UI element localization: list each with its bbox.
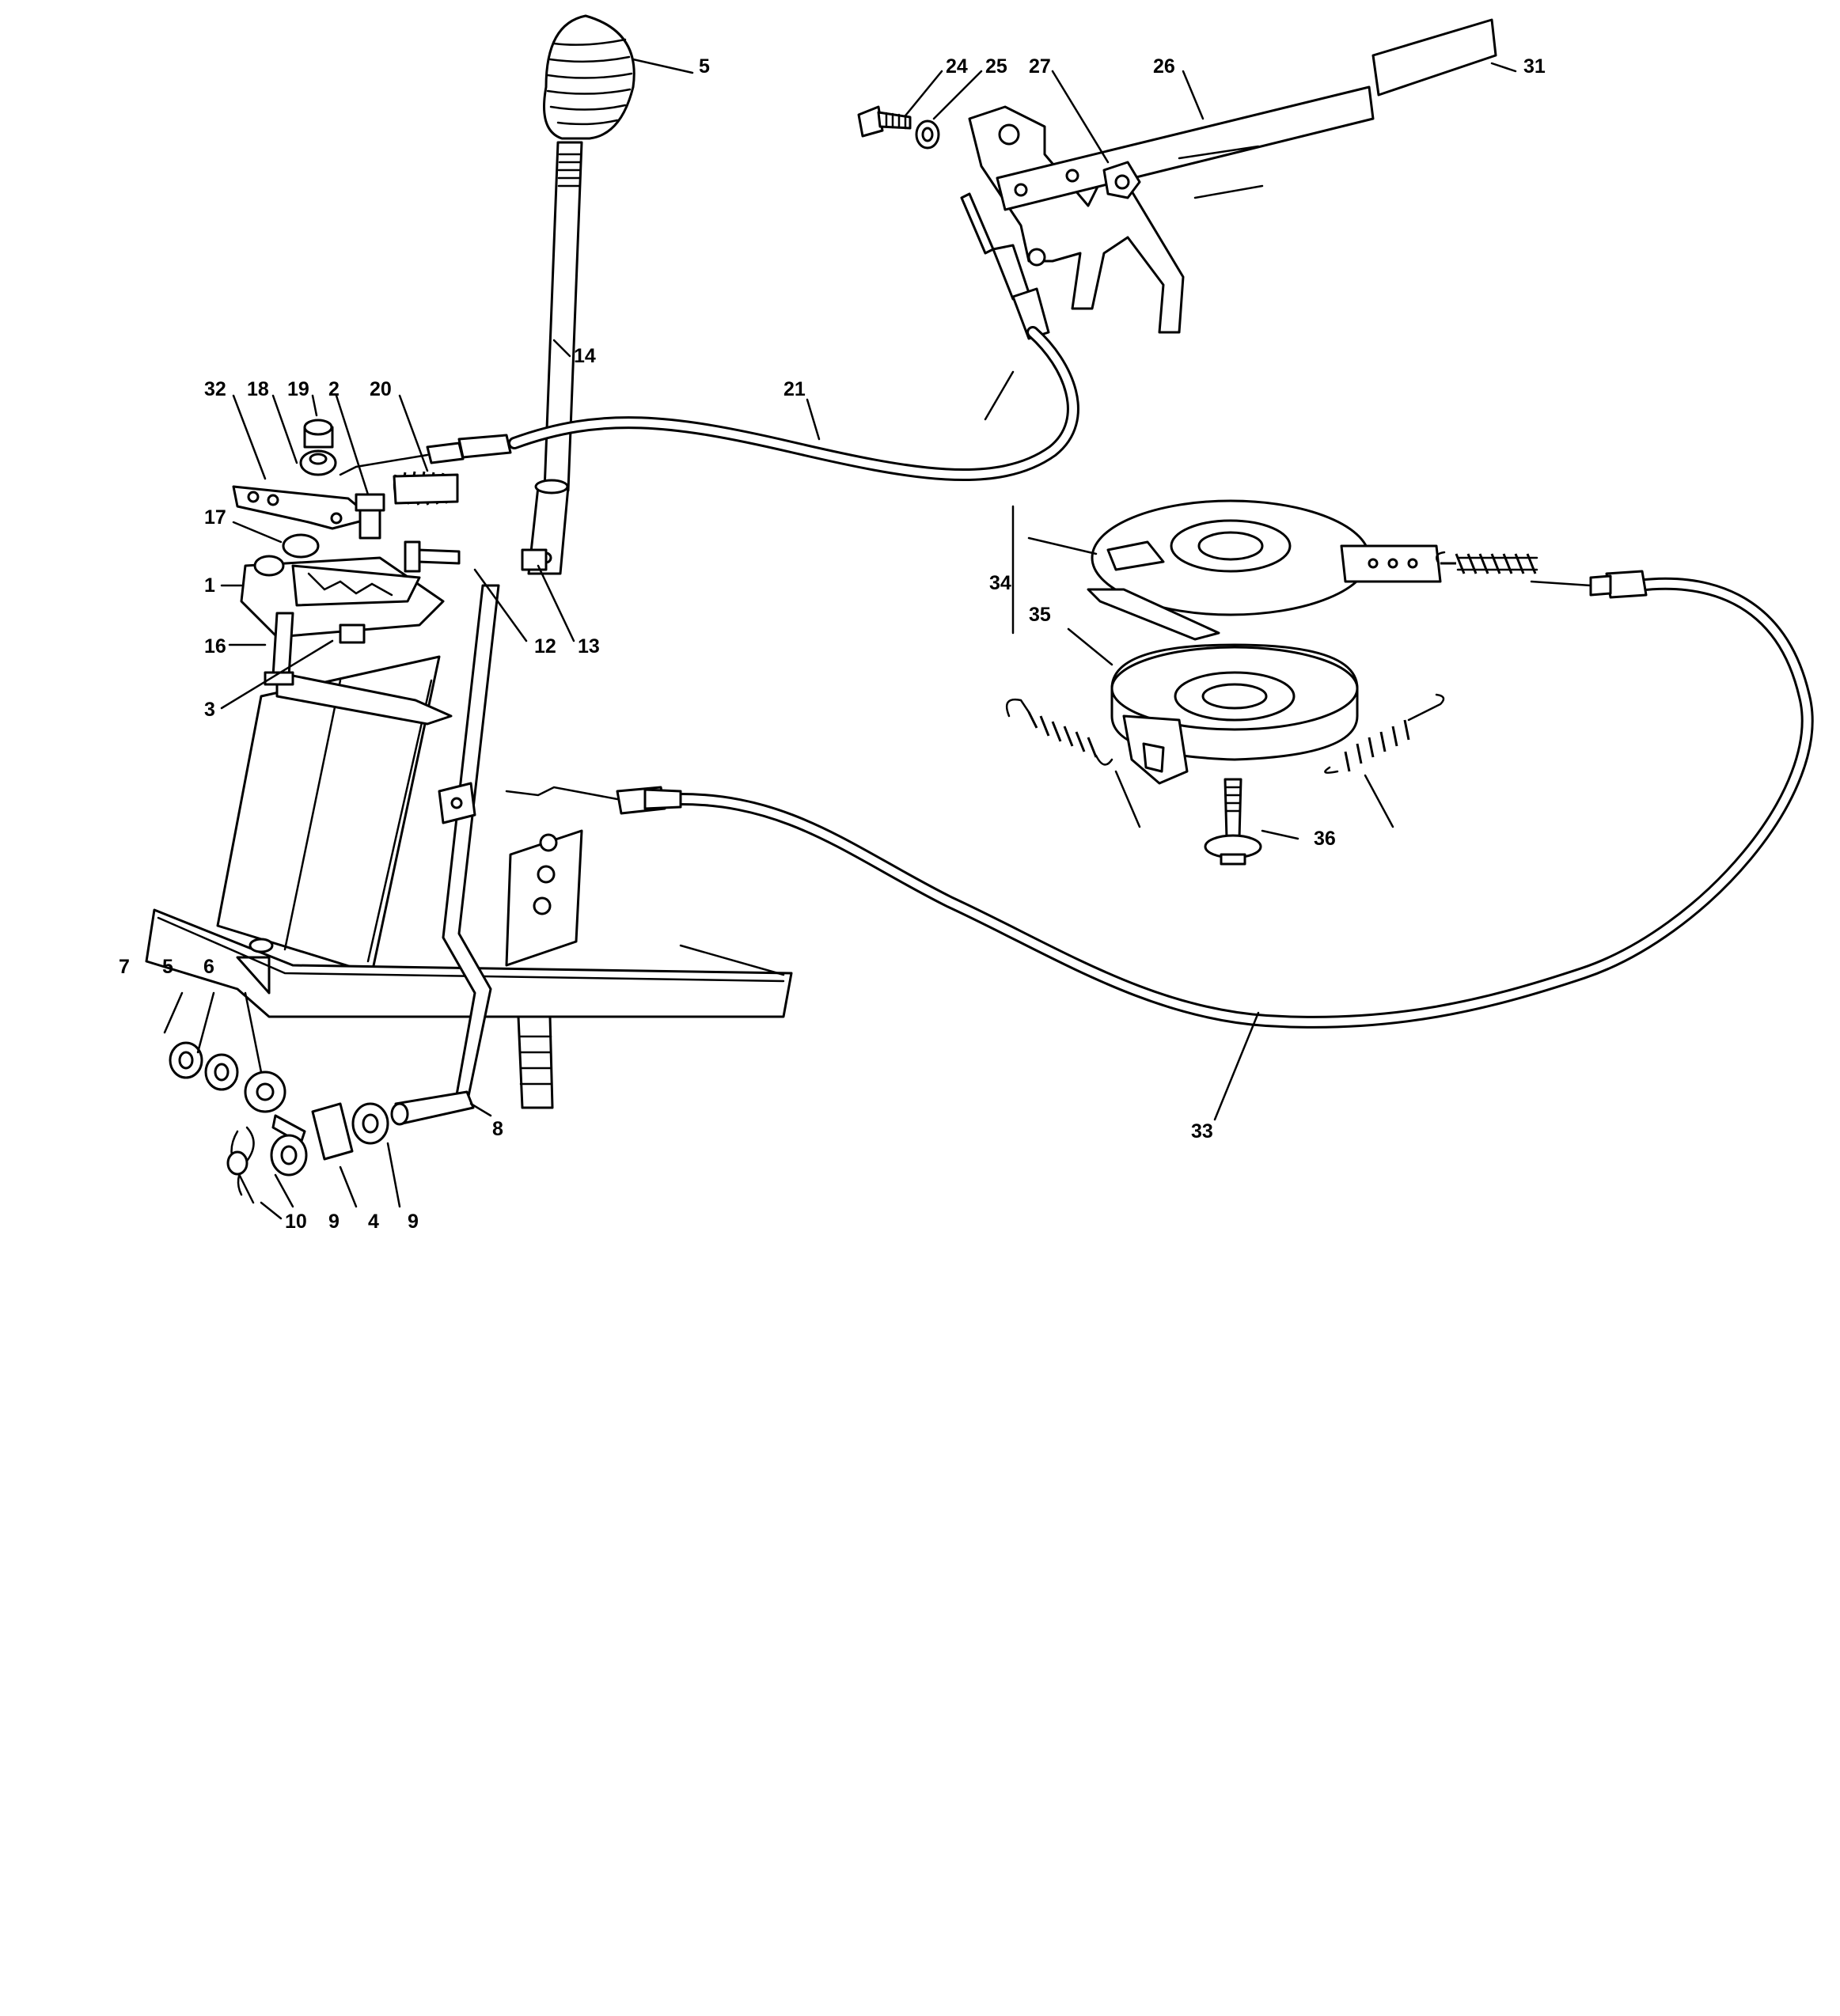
callout-32: 34 [989, 572, 1011, 594]
callout-22: 24 [946, 55, 968, 78]
callout-20: 20 [370, 378, 392, 400]
callout-24: 26 [1153, 55, 1175, 78]
lower-fasteners [169, 1041, 389, 1204]
callout-9-left: 9 [328, 1211, 340, 1233]
callout-19: 19 [287, 378, 309, 400]
steering-column-frame [216, 655, 453, 975]
clutch-spring-upper [1435, 551, 1538, 574]
callout-26: 31 [1523, 55, 1546, 78]
clutch-bolt [1204, 778, 1262, 866]
callout-1: 1 [204, 574, 215, 597]
callout-21: 21 [783, 378, 806, 400]
callout-14: 14 [574, 345, 596, 367]
lever-knob [543, 14, 635, 140]
callout-18: 18 [247, 378, 269, 400]
callout-3: 3 [204, 699, 215, 721]
gate-bracket [232, 485, 374, 530]
pedal-arm [996, 85, 1375, 211]
callout-10: 10 [285, 1211, 307, 1233]
pedal-bolt-set [857, 105, 1141, 199]
clutch-spring-right [1324, 693, 1445, 774]
callout-23: 25 [985, 55, 1007, 78]
clutch-upper-plate [1087, 499, 1442, 641]
callout-31: 33 [1191, 1120, 1213, 1143]
callout-34: 36 [1314, 828, 1336, 850]
leader-lines [163, 58, 1517, 1220]
callout-6: 6 [203, 956, 214, 978]
brake-cable-21 [339, 326, 1079, 482]
callout-9-right: 9 [408, 1211, 419, 1233]
callout-17: 17 [204, 506, 226, 529]
callout-4: 4 [368, 1211, 379, 1233]
callout-15: 5 [699, 55, 710, 78]
selector-spring [393, 471, 459, 506]
clutch-cable-31 [505, 570, 1814, 1029]
cable-end-upper [960, 192, 1050, 421]
callout-13: 13 [578, 635, 600, 657]
callout-labels: 5 14 24 25 27 26 31 32 18 19 2 20 21 17 … [119, 55, 1546, 1233]
callout-25: 27 [1029, 55, 1051, 78]
callout-16: 16 [204, 635, 226, 657]
callout-12: 12 [534, 635, 556, 657]
pedal-pad [1371, 18, 1497, 97]
pedal-linkage-upper [968, 105, 1185, 334]
pedal-bracket [505, 829, 583, 1109]
bolts-nuts-top [264, 419, 548, 686]
callout-5: 5 [162, 956, 173, 978]
lower-lever-rod [390, 584, 500, 1126]
callout-27: 32 [204, 378, 226, 400]
callout-8: 8 [492, 1118, 503, 1140]
callout-33: 35 [1029, 604, 1051, 626]
callout-2: 2 [328, 378, 340, 400]
callout-7: 7 [119, 956, 130, 978]
clutch-spring-left [1005, 698, 1113, 766]
clutch-lower-pulley [1110, 643, 1359, 785]
